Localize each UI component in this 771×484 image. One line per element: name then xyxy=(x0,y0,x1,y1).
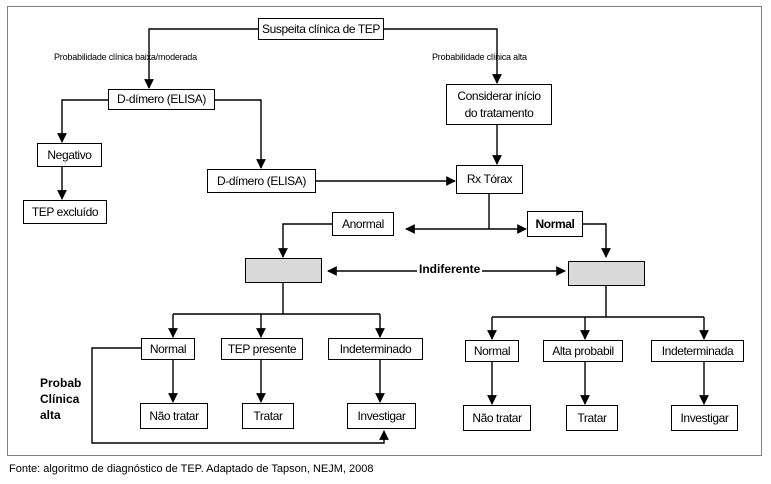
node-considerar-line1: Considerar início xyxy=(457,88,541,103)
node-normal-rx: Normal xyxy=(527,211,583,237)
node-considerar: Considerar início do tratamento xyxy=(446,84,552,125)
caption: Fonte: algoritmo de diagnóstico de TEP. … xyxy=(9,463,374,475)
node-negativo: Negativo xyxy=(37,143,102,167)
arrow-normal-to-gray-right xyxy=(583,223,611,258)
node-ddimer-1: D-dímero (ELISA) xyxy=(108,89,215,110)
node-gray-right xyxy=(568,261,645,286)
label-prob-alta: Probabilidade clínica alta xyxy=(432,52,527,62)
arrow-anormal-to-gray-left xyxy=(278,223,332,258)
node-left-investigar: Investigar xyxy=(347,403,416,429)
node-left-tep-presente: TEP presente xyxy=(221,338,303,360)
node-tep-excluido: TEP excluído xyxy=(23,200,107,224)
side-note-line1: Probab xyxy=(40,376,82,390)
side-note-probab: Probab Clínica alta xyxy=(40,375,81,423)
diagram-frame xyxy=(7,6,762,456)
node-left-normal: Normal xyxy=(141,338,195,360)
node-right-tratar: Tratar xyxy=(566,405,618,431)
node-right-indeterminada: Indeterminada xyxy=(651,340,744,362)
node-left-nao-tratar: Não tratar xyxy=(140,403,208,429)
node-anormal: Anormal xyxy=(332,212,394,236)
node-left-indeterminado: Indeterminado xyxy=(328,338,423,360)
arrow-root-to-consider xyxy=(384,28,502,84)
node-suspeita: Suspeita clínica de TEP xyxy=(258,18,384,40)
node-ddimer-2: D-dímero (ELISA) xyxy=(207,169,316,193)
arrow-root-to-ddimer1 xyxy=(144,28,258,89)
node-right-alta-probabil: Alta probabil xyxy=(543,340,623,362)
arrow-ddimer1-to-negativo xyxy=(57,99,108,143)
label-indiferente: Indiferente xyxy=(417,262,483,276)
arrow-left-normal-loop xyxy=(91,347,389,444)
side-note-line3: alta xyxy=(40,408,61,422)
node-rx-torax: Rx Tórax xyxy=(456,165,523,194)
arrow-ddimer1-to-ddimer2 xyxy=(215,99,266,169)
node-left-tratar: Tratar xyxy=(242,403,294,429)
node-right-normal: Normal xyxy=(465,340,519,362)
node-gray-left xyxy=(245,258,322,283)
node-right-nao-tratar: Não tratar xyxy=(463,405,531,431)
node-considerar-line2: do tratamento xyxy=(464,105,534,120)
node-right-investigar: Investigar xyxy=(671,405,738,431)
label-prob-baixa: Probabilidade clínica baixa/moderada xyxy=(54,52,197,62)
side-note-line2: Clínica xyxy=(40,392,80,406)
